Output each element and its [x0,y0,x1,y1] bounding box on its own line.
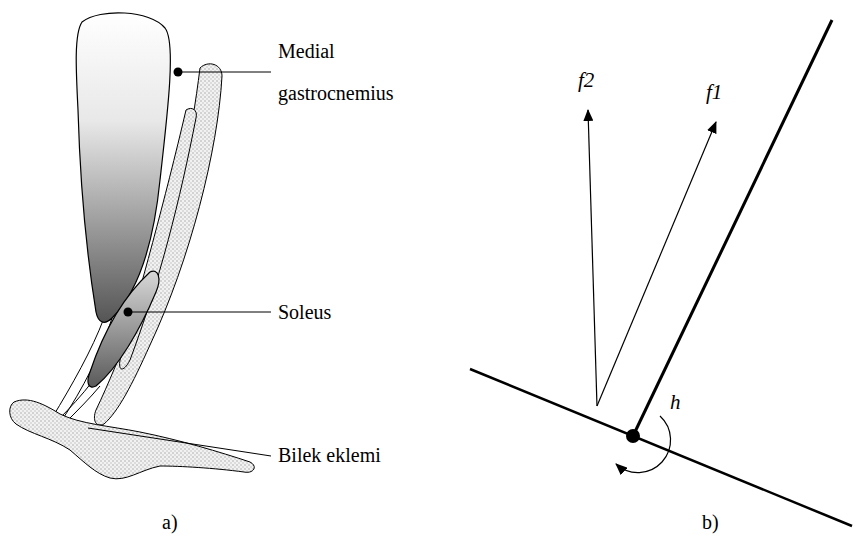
muscle-label: Soleus [278,291,331,333]
foot-segment [470,369,852,526]
force-label: f1 [706,80,722,104]
panel-label: a) [162,501,178,543]
force-arrow [597,122,716,406]
force-label: f2 [578,68,594,92]
moment-label: h [670,390,681,414]
soleus-muscle [88,271,159,387]
force-arrow [588,110,597,406]
moment-arrow [616,416,671,473]
foot-bone [10,400,255,479]
shank-segment [633,20,832,436]
panel-label: b) [702,501,719,543]
joint [626,429,640,443]
joint-label: Bilek eklemi [278,434,381,476]
muscle-label: Medial gastrocnemius [278,30,428,114]
